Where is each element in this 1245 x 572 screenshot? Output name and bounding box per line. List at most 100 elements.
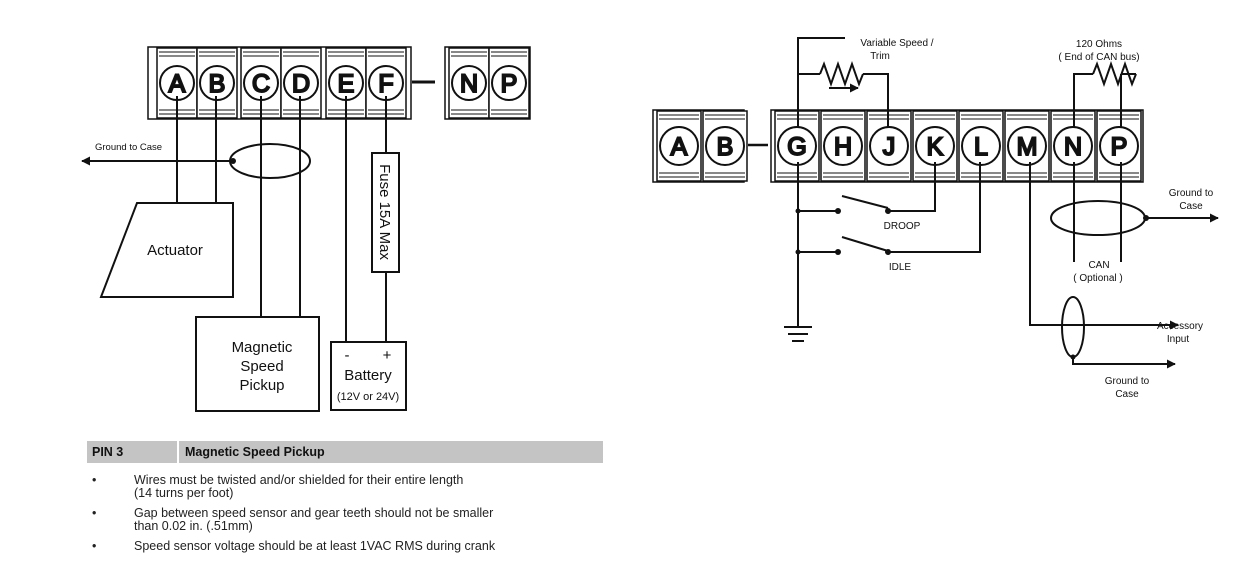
bullet: • [92, 473, 97, 487]
left-terminal-letter: D [292, 70, 310, 98]
accessory-input-line1: Accessory [1157, 321, 1203, 332]
left-terminal-n: N [448, 47, 490, 119]
left-terminal-letter: C [252, 70, 270, 98]
shield-ellipse-can [1050, 200, 1146, 236]
ground-to-case-top-line2: Case [1179, 201, 1203, 212]
right-terminal-letter: J [883, 133, 896, 161]
right-terminal-letter: A [671, 133, 688, 161]
right-terminal-letter: M [1017, 133, 1038, 161]
right-terminal-j: J [866, 110, 912, 182]
left-terminal-p: P [488, 47, 530, 119]
pot-wire-g [797, 37, 845, 128]
pin-header-divider [177, 441, 179, 463]
left-terminal-c: C [240, 47, 282, 119]
right-terminal-letter: L [974, 133, 988, 161]
right-terminal-letter: N [1064, 133, 1082, 161]
right-terminal-k: K [912, 110, 958, 182]
can-label-line1: CAN [1088, 260, 1109, 271]
pickup-label-line3: Pickup [239, 377, 284, 394]
can-termination-resistor [1092, 60, 1137, 88]
wire-l [889, 162, 981, 253]
left-terminal-letter: F [378, 70, 393, 98]
pot-wire-j [863, 73, 889, 128]
ground-to-case-left-label: Ground to Case [95, 142, 162, 153]
note-text: Wires must be twisted and/or shielded fo… [134, 473, 464, 500]
battery-label: Battery [344, 367, 392, 384]
note-item: • Gap between speed sensor and gear teeth… [92, 507, 612, 533]
droop-switch-contact-right [885, 208, 891, 214]
actuator-label: Actuator [147, 242, 203, 259]
junction-dot-droop [795, 208, 801, 214]
left-terminal-d: D [280, 47, 322, 119]
battery-box [330, 341, 407, 411]
right-terminal-letter: P [1111, 133, 1128, 161]
battery-voltage-label: (12V or 24V) [337, 391, 399, 403]
pin-section-header: PIN 3 Magnetic Speed Pickup [87, 441, 603, 463]
right-terminal-h: H [820, 110, 866, 182]
ground-to-case-bottom-line1: Ground to [1105, 376, 1150, 387]
left-terminal-letter: P [501, 70, 518, 98]
bullet: • [92, 506, 97, 520]
right-terminal-letter: H [834, 133, 852, 161]
note-item: • Speed sensor voltage should be at least… [92, 540, 612, 553]
magnetic-pickup-box [195, 316, 320, 412]
can-shield-junction-dot [1143, 215, 1149, 221]
right-terminal-letter: B [717, 133, 734, 161]
shield-ellipse-left [229, 143, 311, 179]
left-terminal-letter: N [460, 70, 478, 98]
fuse-box [371, 152, 400, 273]
idle-label: IDLE [889, 262, 912, 273]
can-label-line2: ( Optional ) [1073, 273, 1122, 284]
battery-plus-label: + [383, 347, 392, 364]
battery-minus-label: - [345, 347, 350, 364]
pickup-label-line2: Speed [240, 358, 283, 375]
accessory-input-line2: Input [1167, 334, 1189, 345]
shield-ellipse-accessory [1061, 296, 1085, 358]
ground-arrow-accessory [1072, 357, 1176, 369]
junction-dot-idle [795, 249, 801, 255]
right-terminal-m: M [1004, 110, 1050, 182]
right-terminal-p: P [1096, 110, 1142, 182]
wire-m-accessory [1029, 162, 1179, 330]
ohms-label-line2: ( End of CAN bus) [1058, 52, 1139, 63]
left-terminal-a: A [156, 47, 198, 119]
can-resistor-wire-n [1073, 73, 1093, 128]
left-terminal-letter: B [209, 70, 226, 98]
idle-switch-contact-right [885, 249, 891, 255]
variable-speed-label-line2: Trim [870, 51, 890, 62]
accessory-shield-junction-dot [1070, 354, 1076, 360]
idle-switch-blade [841, 236, 889, 252]
note-text: Gap between speed sensor and gear teeth … [134, 506, 494, 533]
note-item: • Wires must be twisted and/or shielded f… [92, 474, 612, 500]
left-terminal-letter: E [338, 70, 355, 98]
pin-title: Magnetic Speed Pickup [185, 445, 325, 459]
left-terminal-letter: A [169, 70, 186, 98]
ground-to-case-top-line1: Ground to [1169, 188, 1214, 199]
actuator-box [99, 202, 234, 298]
right-terminal-letter: K [927, 133, 944, 161]
pin-notes-list: • Wires must be twisted and/or shielded f… [92, 474, 612, 560]
right-terminal-b: B [702, 110, 748, 182]
pin-id: PIN 3 [87, 445, 179, 459]
variable-speed-label-line1: Variable Speed / [860, 38, 933, 49]
droop-switch-blade [841, 195, 889, 209]
note-text: Speed sensor voltage should be at least … [134, 539, 496, 553]
droop-switch-contact-left [835, 208, 841, 214]
pickup-label-line1: Magnetic [232, 339, 293, 356]
ohms-label-line1: 120 Ohms [1076, 39, 1122, 50]
bullet: • [92, 539, 97, 553]
fuse-label: Fuse 15A Max [376, 164, 393, 260]
wire-k [889, 162, 936, 212]
idle-switch-contact-left [835, 249, 841, 255]
droop-label: DROOP [884, 221, 921, 232]
potentiometer-resistor [819, 60, 864, 88]
shield-junction-dot [230, 158, 236, 164]
ground-to-case-bottom-line2: Case [1115, 389, 1139, 400]
right-terminal-a: A [656, 110, 702, 182]
right-terminal-letter: G [787, 133, 806, 161]
